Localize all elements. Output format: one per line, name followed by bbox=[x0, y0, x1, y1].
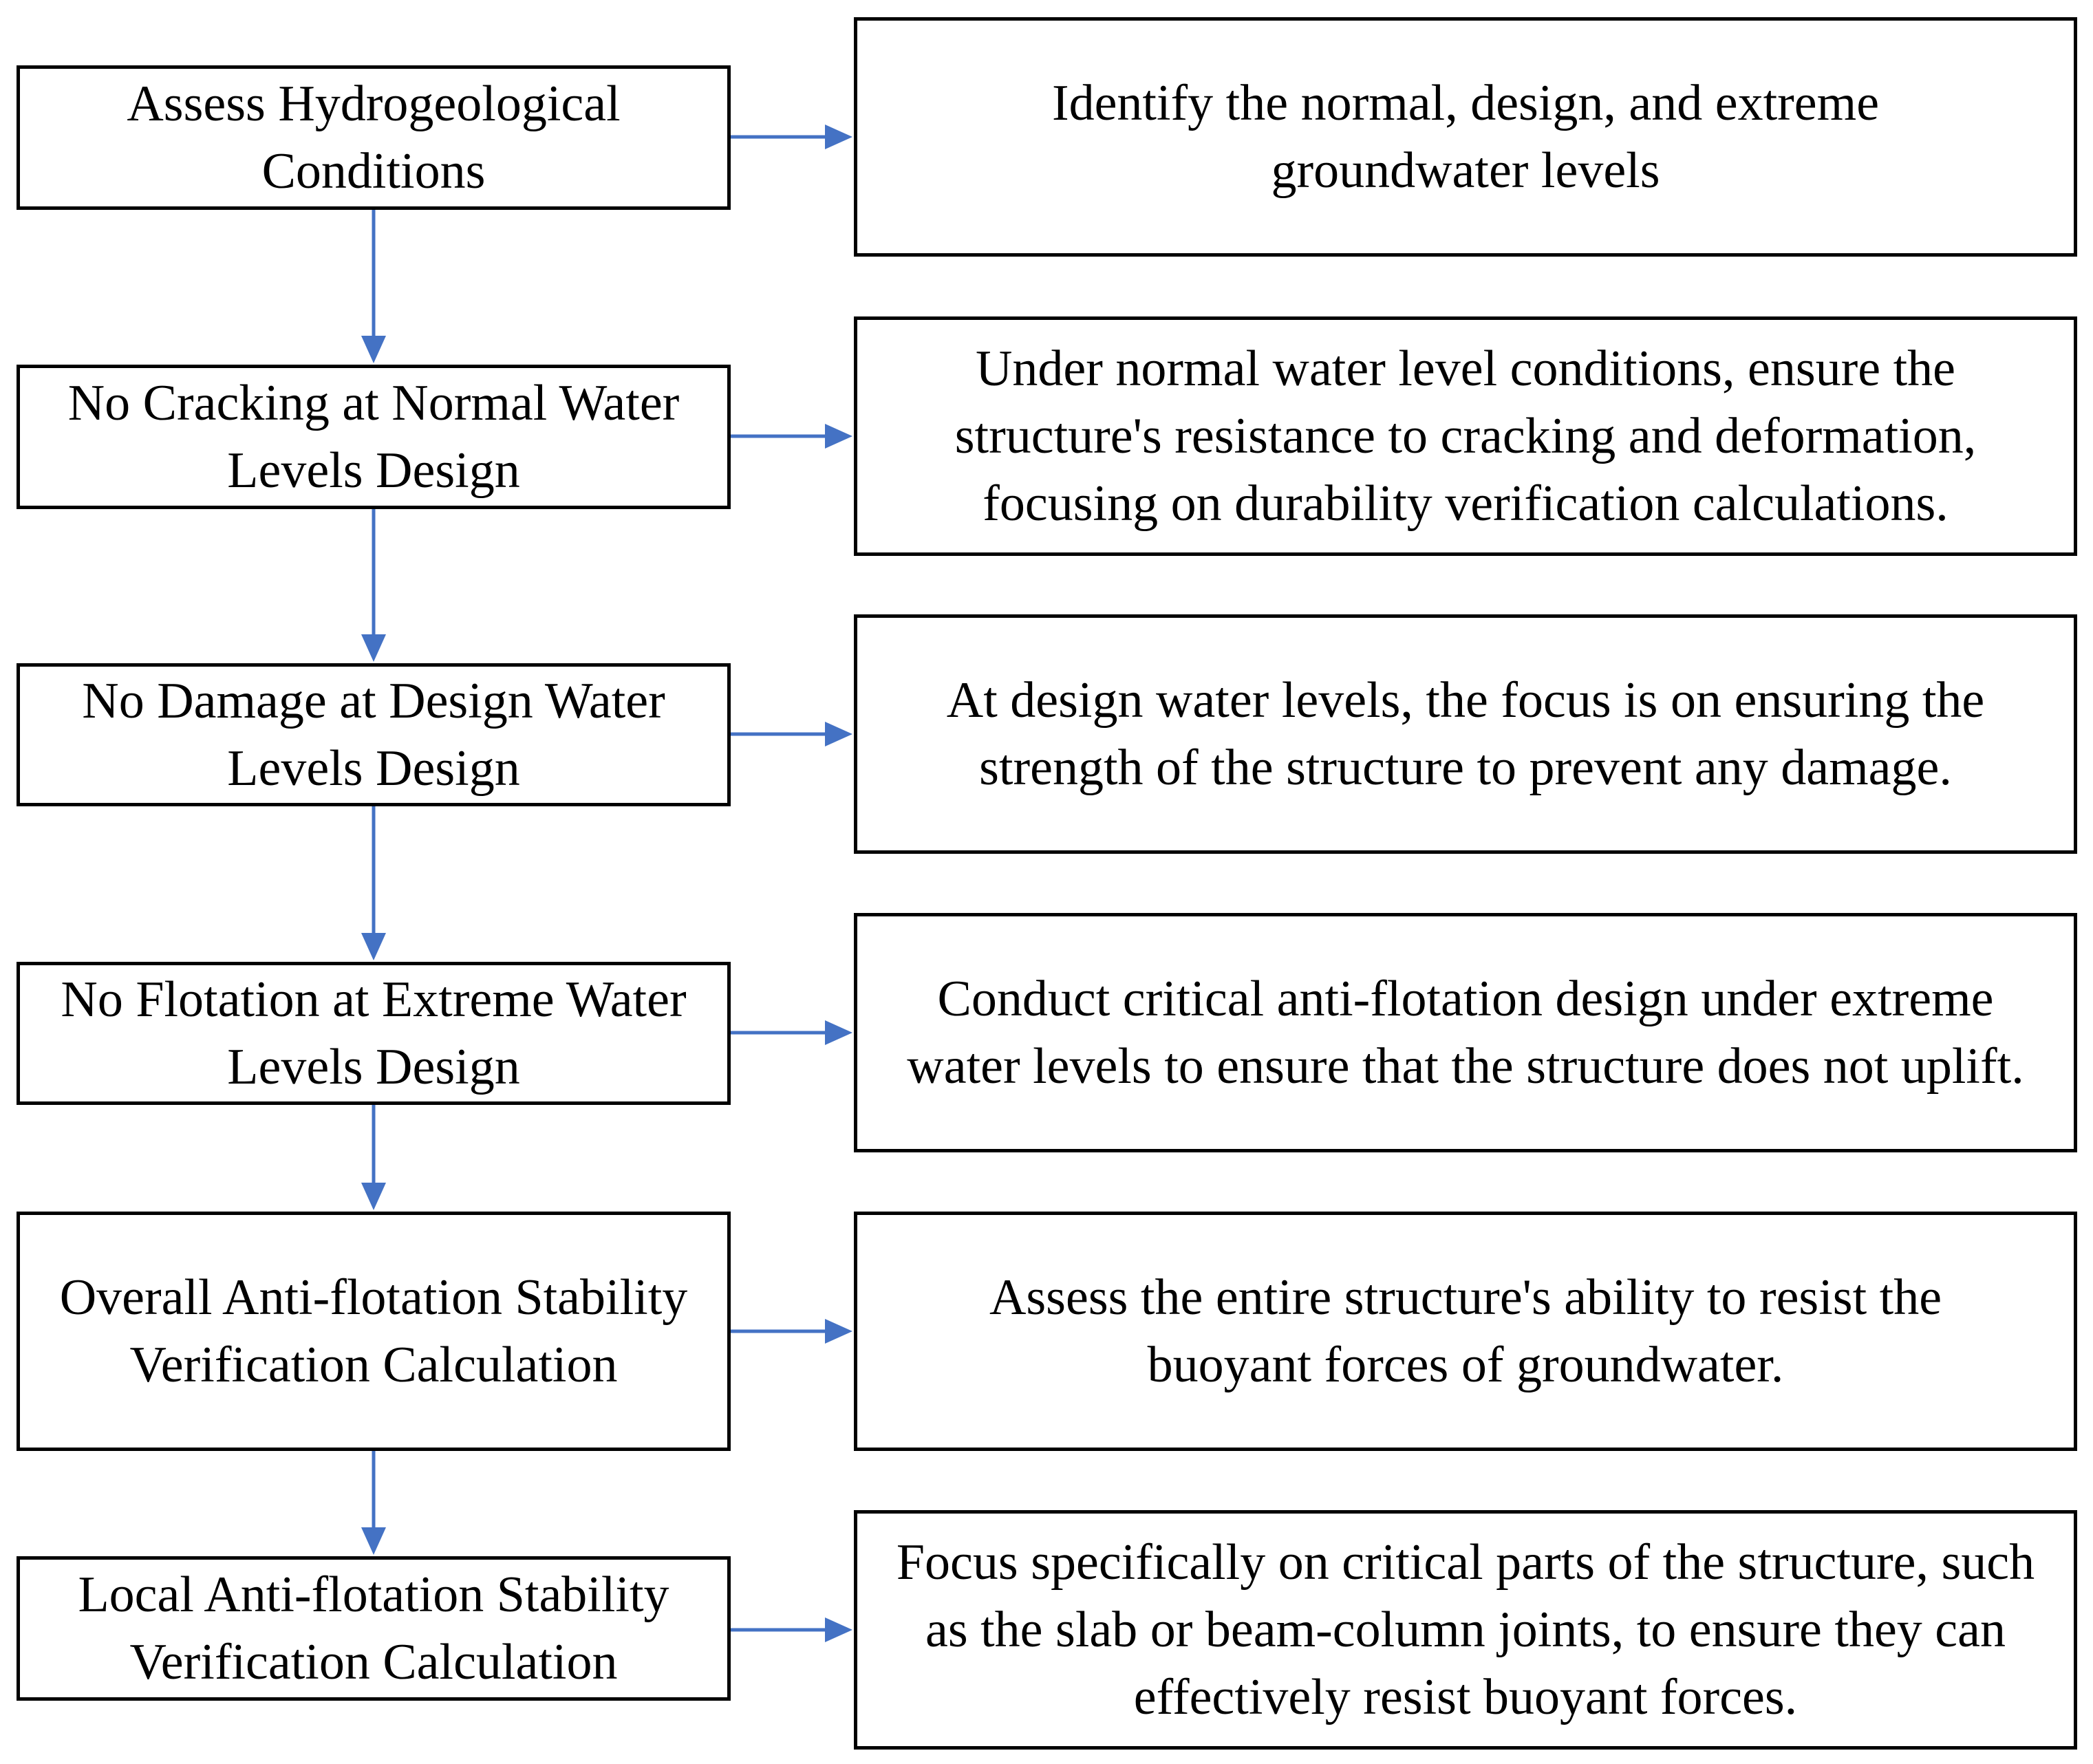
right-arrow-6 bbox=[731, 1617, 852, 1642]
step-label-no-cracking: No Cracking at Normal Water Levels Desig… bbox=[67, 375, 680, 499]
step-box-no-cracking: No Cracking at Normal Water Levels Desig… bbox=[17, 365, 731, 509]
step-label-local-anti-flotation: Local Anti-flotation Stability Verificat… bbox=[78, 1567, 669, 1690]
right-arrow-5 bbox=[731, 1319, 852, 1344]
step-box-overall-anti-flotation: Overall Anti-flotation Stability Verific… bbox=[17, 1212, 731, 1451]
right-arrow-4 bbox=[731, 1020, 852, 1045]
down-arrow-5 bbox=[361, 1451, 386, 1555]
description-box-no-flotation: Conduct critical anti-flotation design u… bbox=[854, 913, 2077, 1152]
description-text-no-damage: At design water levels, the focus is on … bbox=[946, 672, 1985, 796]
description-text-hydrogeological: Identify the normal, design, and extreme… bbox=[1051, 75, 1880, 199]
description-text-no-cracking: Under normal water level conditions, ens… bbox=[954, 341, 1977, 532]
description-text-local-anti-flotation: Focus specifically on critical parts of … bbox=[896, 1534, 2035, 1725]
description-box-local-anti-flotation: Focus specifically on critical parts of … bbox=[854, 1510, 2077, 1750]
description-text-overall-anti-flotation: Assess the entire structure's ability to… bbox=[989, 1269, 1942, 1393]
step-box-hydrogeological: Assess Hydrogeological Conditions bbox=[17, 65, 731, 210]
step-box-no-damage: No Damage at Design Water Levels Design bbox=[17, 663, 731, 806]
step-label-overall-anti-flotation: Overall Anti-flotation Stability Verific… bbox=[59, 1269, 688, 1393]
step-box-local-anti-flotation: Local Anti-flotation Stability Verificat… bbox=[17, 1556, 731, 1701]
down-arrow-4 bbox=[361, 1105, 386, 1210]
right-arrow-3 bbox=[731, 722, 852, 746]
step-label-hydrogeological: Assess Hydrogeological Conditions bbox=[127, 76, 621, 200]
down-arrow-1 bbox=[361, 210, 386, 363]
description-box-overall-anti-flotation: Assess the entire structure's ability to… bbox=[854, 1212, 2077, 1451]
right-arrow-1 bbox=[731, 125, 852, 149]
down-arrow-3 bbox=[361, 806, 386, 960]
description-text-no-flotation: Conduct critical anti-flotation design u… bbox=[907, 971, 2024, 1095]
step-box-no-flotation: No Flotation at Extreme Water Levels Des… bbox=[17, 962, 731, 1105]
description-box-no-damage: At design water levels, the focus is on … bbox=[854, 614, 2077, 854]
description-box-no-cracking: Under normal water level conditions, ens… bbox=[854, 316, 2077, 556]
description-box-hydrogeological: Identify the normal, design, and extreme… bbox=[854, 17, 2077, 257]
right-arrow-2 bbox=[731, 424, 852, 449]
step-label-no-flotation: No Flotation at Extreme Water Levels Des… bbox=[61, 971, 687, 1095]
step-label-no-damage: No Damage at Design Water Levels Design bbox=[82, 673, 665, 797]
down-arrow-2 bbox=[361, 509, 386, 662]
